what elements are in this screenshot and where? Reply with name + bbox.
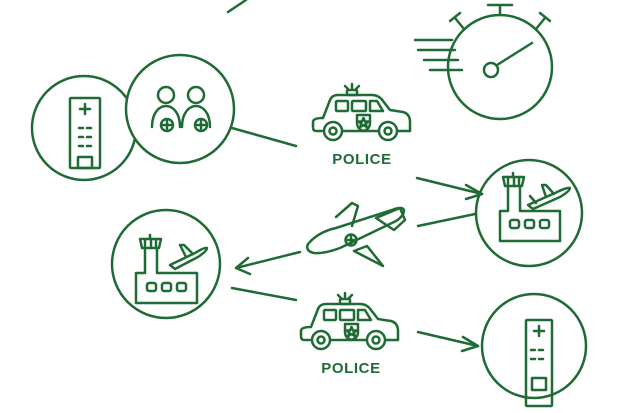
connector-arrow-icon bbox=[234, 250, 302, 276]
police-car-icon bbox=[311, 82, 412, 142]
medical-staff-icon bbox=[124, 53, 236, 165]
connector-arrow-icon bbox=[416, 330, 480, 353]
connector-line bbox=[230, 126, 298, 148]
hospital-building-icon bbox=[480, 292, 588, 408]
airport-icon bbox=[474, 158, 584, 268]
police-car-icon bbox=[299, 291, 400, 351]
police-label: POLICE bbox=[332, 151, 392, 168]
connector-line bbox=[416, 212, 477, 228]
connector-line bbox=[230, 286, 298, 302]
airplane-medical-icon bbox=[306, 201, 407, 268]
airport-icon bbox=[110, 208, 222, 320]
connector-arrow-icon bbox=[415, 176, 484, 201]
stopwatch-speed-icon bbox=[413, 3, 554, 121]
hospital-building-icon bbox=[30, 74, 138, 182]
police-label: POLICE bbox=[321, 360, 381, 377]
cropped-connector-line bbox=[226, 0, 248, 14]
